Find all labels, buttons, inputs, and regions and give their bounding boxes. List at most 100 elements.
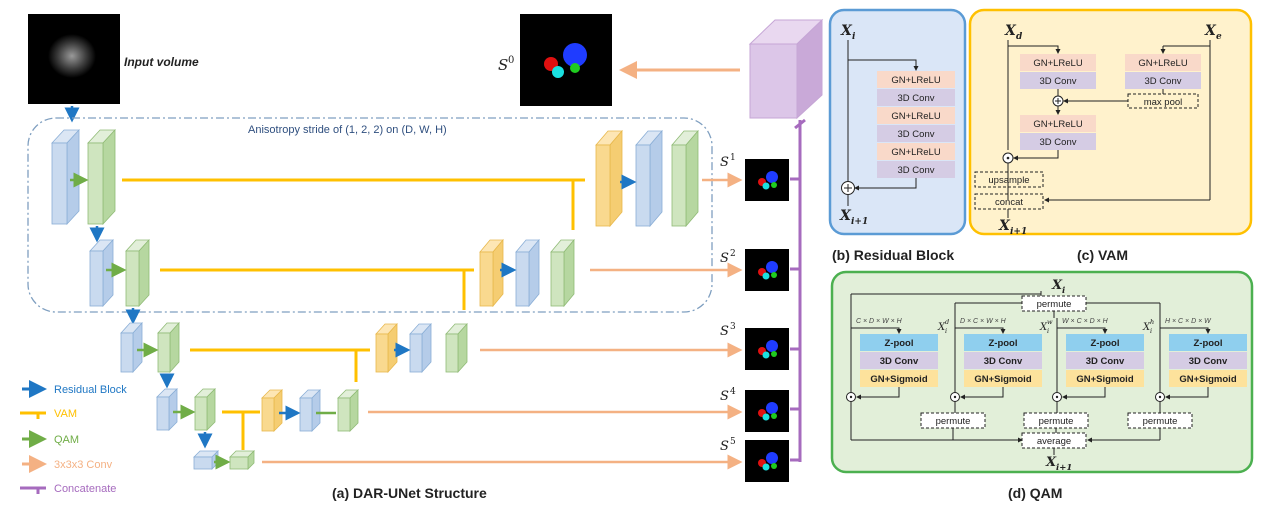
svg-text:5: 5	[730, 437, 736, 447]
svg-text:X: X	[1004, 23, 1017, 39]
concatenate-block	[748, 18, 824, 120]
input-volume-render	[48, 34, 96, 78]
decoder-level-3	[375, 322, 468, 374]
legend-conv: 3x3x3 Conv	[22, 455, 113, 473]
svg-text:Z-pool: Z-pool	[884, 338, 913, 349]
svg-text:i: i	[1047, 327, 1049, 335]
svg-text:average: average	[1037, 436, 1071, 447]
svg-text:GN+LReLU: GN+LReLU	[891, 111, 941, 122]
encoder-level-1	[51, 128, 116, 226]
svg-text:H × C × D × W: H × C × D × W	[1165, 318, 1212, 325]
bottleneck	[193, 450, 255, 470]
side-output-s5: S 5	[720, 437, 789, 482]
svg-text:i+1: i+1	[1010, 227, 1027, 237]
svg-text:3D Conv: 3D Conv	[1189, 356, 1228, 367]
legend-residual-block: Residual Block	[22, 380, 127, 398]
svg-text:X: X	[1051, 278, 1063, 293]
svg-text:3D Conv: 3D Conv	[898, 165, 935, 176]
svg-text:permute: permute	[1039, 416, 1074, 427]
svg-text:d: d	[1016, 32, 1023, 42]
qam-branch-3: X w i W × C × D × H Z-pool 3D Conv GN+Si…	[1023, 318, 1144, 429]
side-output-s3: S 3	[720, 322, 789, 370]
svg-text:w: w	[1047, 318, 1053, 326]
svg-text:D × C × W × H: D × C × W × H	[960, 318, 1007, 325]
svg-text:GN+Sigmoid: GN+Sigmoid	[1179, 374, 1236, 385]
legend: Residual Block VAM QAM 3x3x3 Conv Concat…	[20, 380, 127, 495]
encoder-level-3	[120, 321, 180, 374]
output-s0-label: S 0	[498, 55, 514, 74]
svg-text:S: S	[720, 439, 729, 454]
anisotropy-region	[27, 117, 713, 313]
legend-qam: QAM	[22, 430, 79, 448]
svg-text:W × C × D × H: W × C × D × H	[1062, 318, 1109, 325]
svg-text:Z-pool: Z-pool	[1193, 338, 1222, 349]
panel-d-qam: X i permute C × D × W × H Z-pool 3D Conv…	[830, 270, 1254, 501]
svg-text:4: 4	[730, 387, 736, 397]
svg-text:GN+LReLU: GN+LReLU	[1033, 58, 1083, 69]
side-output-s4: S 4	[720, 387, 789, 432]
svg-text:C × D × W × H: C × D × W × H	[856, 318, 903, 325]
svg-text:GN+Sigmoid: GN+Sigmoid	[870, 374, 927, 385]
caption-a: (a) DAR-UNet Structure	[332, 485, 487, 501]
side-output-s1: S 1	[720, 153, 789, 201]
svg-text:3D Conv: 3D Conv	[880, 356, 919, 367]
qam-branch-1: C × D × W × H Z-pool 3D Conv GN+Sigmoid	[846, 318, 938, 402]
qam-branch-4: X h i H × C × D × W Z-pool 3D Conv GN+Si…	[1127, 303, 1247, 429]
svg-text:3D Conv: 3D Conv	[1040, 76, 1077, 87]
svg-text:GN+Sigmoid: GN+Sigmoid	[974, 374, 1031, 385]
svg-text:QAM: QAM	[54, 434, 79, 446]
svg-text:3D Conv: 3D Conv	[898, 129, 935, 140]
caption-d: (d) QAM	[1008, 485, 1062, 501]
svg-text:i+1: i+1	[1056, 463, 1072, 473]
side-output-s2: S 2	[720, 249, 789, 291]
decoder-level-2	[479, 238, 575, 308]
caption-b: (b) Residual Block	[832, 247, 954, 263]
svg-text:1: 1	[730, 153, 736, 163]
svg-text:3D Conv: 3D Conv	[898, 93, 935, 104]
svg-text:X: X	[1204, 23, 1217, 39]
svg-text:permute: permute	[1143, 416, 1178, 427]
svg-text:3D Conv: 3D Conv	[1145, 76, 1182, 87]
side-output-arrows	[262, 172, 743, 470]
caption-c: (c) VAM	[1077, 247, 1128, 263]
svg-text:X: X	[1142, 322, 1151, 333]
res-input-label: X i	[840, 23, 856, 42]
svg-text:max pool: max pool	[1144, 97, 1183, 108]
svg-text:Residual Block: Residual Block	[54, 384, 127, 396]
svg-text:GN+Sigmoid: GN+Sigmoid	[1076, 374, 1133, 385]
panel-c-vam: X d X e GN+LReLU 3D Conv GN+LReLU 3D Con…	[968, 8, 1253, 263]
svg-text:3D Conv: 3D Conv	[1086, 356, 1125, 367]
svg-text:i+1: i+1	[851, 217, 868, 227]
svg-text:3D Conv: 3D Conv	[984, 356, 1023, 367]
decoder-level-4	[261, 389, 359, 432]
svg-text:S: S	[498, 56, 508, 74]
svg-text:2: 2	[730, 249, 736, 259]
svg-text:i: i	[1150, 327, 1152, 335]
svg-text:X: X	[1045, 455, 1057, 470]
svg-text:i: i	[1062, 286, 1065, 296]
svg-text:Z-pool: Z-pool	[988, 338, 1017, 349]
svg-text:0: 0	[508, 55, 514, 66]
svg-text:3x3x3 Conv: 3x3x3 Conv	[54, 459, 113, 471]
svg-text:permute: permute	[936, 416, 971, 427]
svg-text:GN+LReLU: GN+LReLU	[1033, 119, 1083, 130]
svg-text:X: X	[840, 23, 853, 39]
svg-text:Z-pool: Z-pool	[1090, 338, 1119, 349]
panel-a: Input volume S 0 Anisotropy stride of (1…	[20, 14, 824, 501]
svg-text:3: 3	[730, 322, 736, 332]
decoder-level-1	[595, 129, 699, 228]
encoder-level-2	[89, 238, 150, 308]
svg-text:GN+LReLU: GN+LReLU	[1138, 58, 1188, 69]
svg-text:VAM: VAM	[54, 408, 77, 420]
svg-text:GN+LReLU: GN+LReLU	[891, 75, 941, 86]
svg-text:d: d	[945, 318, 949, 326]
svg-text:S: S	[720, 251, 729, 266]
anisotropy-label: Anisotropy stride of (1, 2, 2) on (D, W,…	[248, 124, 447, 136]
vam-output-label: X i+1	[998, 218, 1027, 237]
svg-text:h: h	[1150, 318, 1154, 326]
svg-text:X: X	[839, 208, 852, 224]
qam-branch-2: X d i D × C × W × H Z-pool 3D Conv GN+Si…	[920, 303, 1042, 429]
skip-connections	[122, 178, 585, 450]
svg-text:e: e	[1216, 32, 1222, 42]
